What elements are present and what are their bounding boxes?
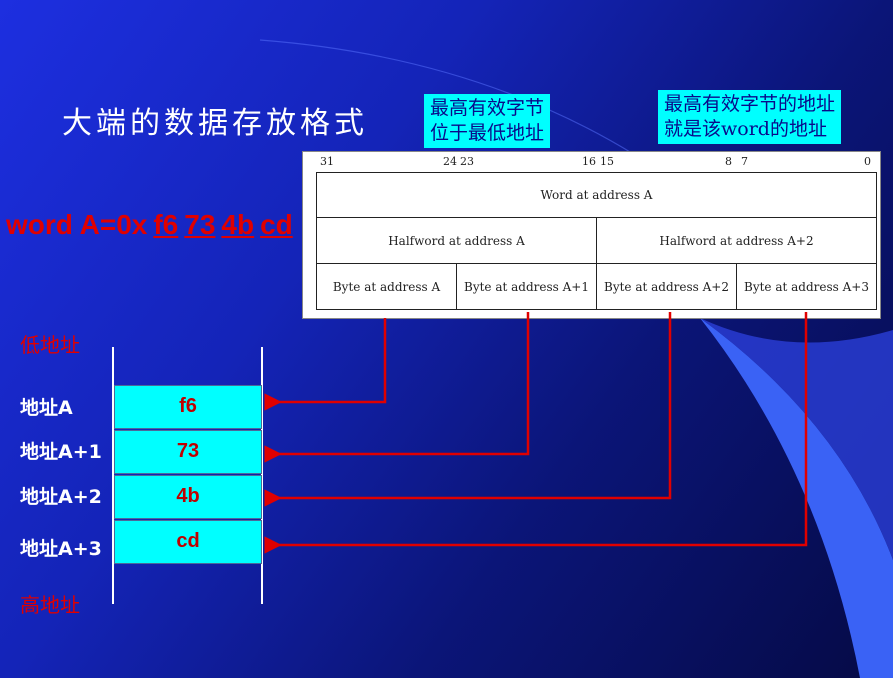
arrow-byte-1 (264, 312, 530, 463)
memory-cell-value: 4b (176, 485, 200, 507)
word-byte: cd (260, 209, 293, 240)
address-label: 地址A+3 (20, 538, 102, 560)
high-address-label: 高地址 (20, 593, 80, 617)
memory-cell-value: 73 (176, 440, 200, 462)
callout-word-address: 最高有效字节的地址 就是该word的地址 (658, 90, 842, 144)
bit-label: 23 (460, 155, 474, 168)
arrow-byte-0 (264, 318, 387, 411)
bit-layout-table: 31 24 23 16 15 8 7 0 Word at address A H… (302, 151, 881, 319)
address-label: 地址A+1 (20, 441, 102, 463)
arrow-byte-2 (264, 312, 672, 507)
byte-cell: Byte at address A+3 (736, 263, 877, 310)
address-label: 地址A (20, 397, 73, 419)
bit-label: 16 (582, 155, 596, 168)
memory-left-rail (112, 347, 114, 604)
word-byte: f6 (153, 209, 179, 240)
bit-label: 8 (725, 155, 732, 168)
memory-cell: f6 (114, 385, 262, 429)
bit-label: 31 (320, 155, 334, 168)
arrow-byte-3 (264, 312, 808, 554)
memory-cell-value: cd (176, 530, 200, 552)
bit-label: 24 (443, 155, 457, 168)
word-byte: 73 (184, 209, 216, 240)
low-address-label: 低地址 (20, 333, 80, 357)
word-byte: 4b (221, 209, 255, 240)
memory-cell: cd (114, 520, 262, 564)
memory-right-rail (261, 347, 263, 604)
memory-cell-value: f6 (179, 395, 197, 417)
callout-line: 最高有效字节的地址 (664, 93, 836, 115)
callout-line: 最高有效字节 (430, 97, 545, 119)
callout-line: 就是该word的地址 (664, 118, 827, 140)
word-prefix: word A=0x (6, 209, 148, 240)
callout-msb-lowest-address: 最高有效字节 位于最低地址 (424, 94, 551, 148)
memory-cell: 73 (114, 430, 262, 474)
bit-label: 15 (600, 155, 614, 168)
callout-line: 位于最低地址 (430, 122, 545, 144)
bit-label: 7 (741, 155, 748, 168)
page-title: 大端的数据存放格式 (62, 106, 368, 141)
bit-label: 0 (864, 155, 871, 168)
address-label: 地址A+2 (20, 486, 102, 508)
memory-cell: 4b (114, 475, 262, 519)
